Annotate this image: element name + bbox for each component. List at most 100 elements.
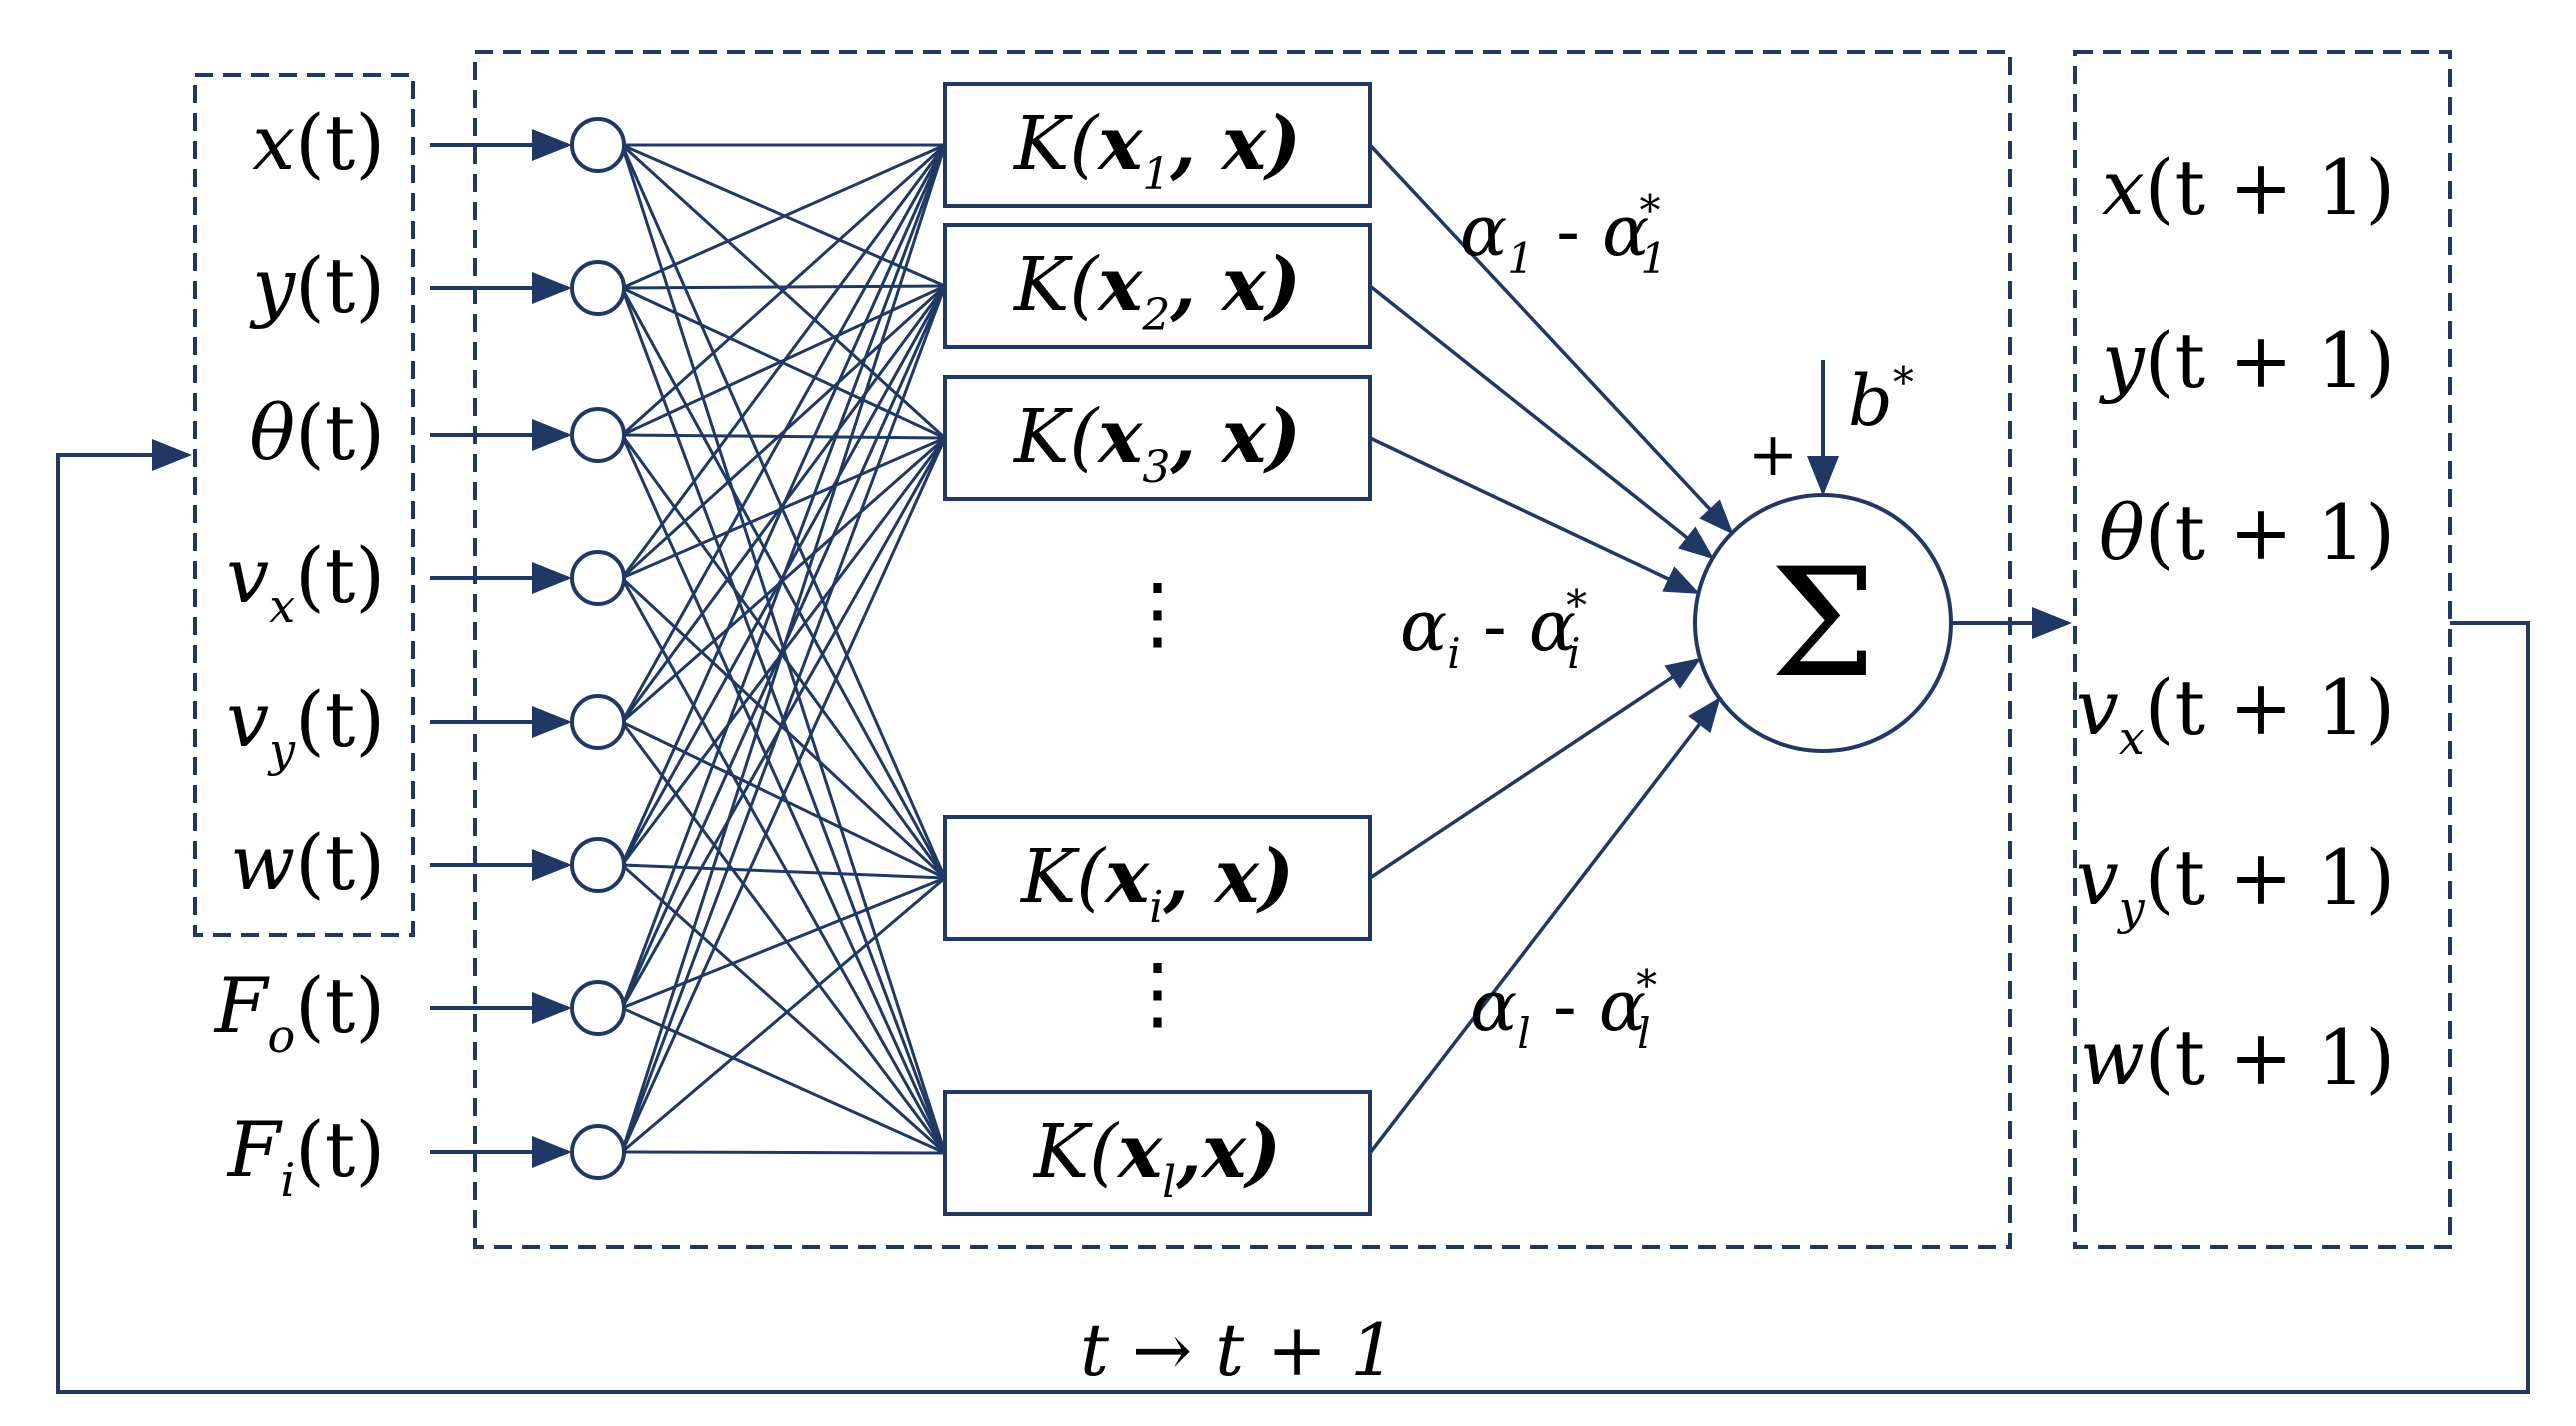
kernel-box [943, 1090, 1372, 1216]
kernel-sum-arrow [1368, 284, 1715, 560]
weight-alpha-star: α [1529, 585, 1576, 667]
kernel-label: K(x3, x) [1012, 394, 1301, 493]
input-kernel-link [620, 144, 947, 1009]
kernel-sum-arrow [1369, 436, 1700, 594]
input-node [570, 407, 626, 463]
input-argument: (t) [295, 961, 385, 1050]
output-subscript: y [2117, 881, 2146, 935]
input-label: x(t) [252, 98, 385, 187]
input-node [570, 1124, 626, 1180]
input-kernel-link [620, 144, 947, 1153]
kernel-argument: , x) [1169, 101, 1301, 187]
input-kernel-link [620, 144, 947, 723]
bias-symbol: b [1848, 360, 1893, 442]
input-node [570, 550, 626, 606]
input-node [570, 694, 626, 750]
kernel-subscript: l [1162, 1157, 1176, 1208]
input-argument: (t) [295, 818, 385, 907]
output-symbol: θ [2099, 488, 2145, 577]
weight-label: αl - α*l [1470, 961, 1657, 1058]
weight-alpha-subscript: i [1447, 629, 1460, 678]
weight-alpha-star-subscript: i [1567, 629, 1580, 678]
input-kernel-link [621, 876, 946, 1154]
connection-lines [620, 143, 947, 1155]
output-symbol: w [2080, 1013, 2145, 1102]
weight-layer: α1 - α*1αi - α*iαl - α*l [1368, 143, 1734, 1155]
output-argument: (t + 1) [2145, 488, 2395, 577]
output-argument: (t + 1) [2145, 143, 2395, 232]
input-kernel-link [620, 144, 947, 579]
input-label: vy(t) [226, 675, 385, 777]
weight-alpha: α [1400, 585, 1447, 667]
kernel-box [943, 375, 1372, 501]
weight-minus: - [1531, 965, 1599, 1047]
input-label: w(t) [230, 818, 385, 907]
input-label: Fo(t) [213, 961, 385, 1063]
kernel-function: K( [1012, 242, 1100, 328]
input-layer: x(t)y(t)θ(t)vx(t)vy(t)w(t)Fo(t)Fi(t) [213, 98, 626, 1207]
summation-symbol: Σ [1770, 537, 1876, 711]
kernel-argument: ,x) [1175, 1109, 1281, 1195]
input-node [570, 260, 626, 316]
output-label: θ(t + 1) [2099, 488, 2395, 577]
input-kernel-link [621, 143, 946, 290]
ellipsis-vdots: ⋮ [1118, 946, 1198, 1039]
weight-alpha-subscript: l [1517, 1009, 1530, 1058]
input-symbol: F [226, 1105, 283, 1194]
weight-alpha-star-subscript: 1 [1640, 234, 1667, 283]
ellipsis-vdots: ⋮ [1118, 566, 1198, 659]
kernel-support-vector: x [1096, 101, 1143, 187]
kernel-argument: , x) [1162, 834, 1294, 920]
kernel-function: K( [1012, 101, 1100, 187]
input-subscript: y [267, 723, 296, 777]
input-label: θ(t) [249, 388, 385, 477]
weight-minus: - [1461, 585, 1529, 667]
feedback-from: t [1080, 1308, 1110, 1392]
input-label: Fi(t) [226, 1105, 385, 1207]
weight-superscript: * [1639, 186, 1660, 235]
input-node [570, 837, 626, 893]
kernel-function: K( [1019, 834, 1107, 920]
output-label: y(t + 1) [2099, 316, 2395, 405]
input-kernel-link [620, 576, 947, 880]
input-symbol: v [226, 531, 269, 620]
output-argument: (t + 1) [2145, 316, 2395, 405]
weight-label: αi - α*i [1400, 581, 1587, 678]
input-symbol: θ [249, 388, 295, 477]
input-node [570, 980, 626, 1036]
kernel-subscript: i [1149, 882, 1163, 933]
input-kernel-link [620, 144, 947, 866]
kernel-label: K(xi, x) [1019, 834, 1294, 933]
kernel-label: K(x2, x) [1012, 242, 1301, 341]
kernel-box [943, 82, 1372, 208]
weight-minus: - [1534, 190, 1602, 272]
kernel-subscript: 2 [1141, 290, 1170, 341]
input-argument: (t) [295, 1105, 385, 1194]
output-argument: (t + 1) [2145, 663, 2395, 752]
input-argument: (t) [295, 531, 385, 620]
kernel-support-vector: x [1103, 834, 1150, 920]
output-argument: (t + 1) [2145, 1013, 2395, 1102]
input-kernel-link [620, 437, 947, 1153]
input-kernel-link [621, 284, 946, 290]
bias-plus: + [1748, 420, 1798, 490]
feedback-arrow: → [1109, 1308, 1215, 1392]
weight-alpha: α [1470, 965, 1517, 1047]
input-argument: (t) [295, 98, 385, 187]
input-kernel-link [620, 285, 947, 1153]
input-kernel-link [620, 144, 947, 879]
kernel-sum-arrow [1368, 696, 1721, 1155]
weight-alpha-star: α [1602, 190, 1649, 272]
input-label: vx(t) [226, 531, 385, 633]
kernel-sum-arrow [1368, 143, 1734, 535]
input-kernel-link [621, 1150, 946, 1155]
kernel-support-vector: x [1096, 242, 1143, 328]
output-symbol: v [2076, 833, 2119, 922]
input-node [570, 117, 626, 173]
kernel-sum-arrow [1369, 657, 1702, 880]
kernel-support-vector: x [1116, 1109, 1163, 1195]
input-argument: (t) [295, 241, 385, 330]
input-symbol: w [230, 818, 295, 907]
kernel-argument: , x) [1169, 242, 1301, 328]
